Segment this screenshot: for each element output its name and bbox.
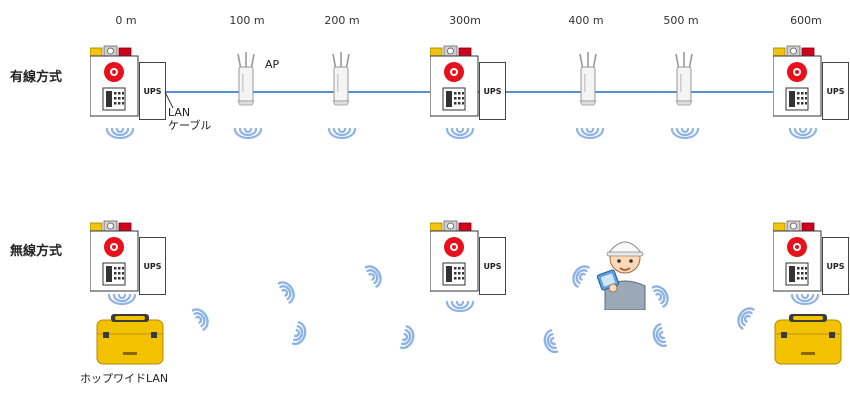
distance-label-300: 300m: [449, 14, 481, 27]
emergency-station-600m: [773, 45, 822, 117]
ap-router-200m: [332, 52, 350, 106]
emergency-station-600m-wireless: [773, 220, 822, 292]
wifi-icon: [650, 323, 668, 350]
wifi-icon: [670, 127, 700, 140]
wifi-icon: [399, 325, 417, 352]
ups-box: UPS: [139, 62, 166, 120]
wifi-icon: [541, 329, 559, 356]
hop-wide-lan-case: [774, 313, 842, 365]
ap-router-100m: [237, 52, 255, 106]
distance-label-100: 100 m: [229, 14, 265, 27]
distance-label-500: 500 m: [663, 14, 699, 27]
wifi-icon: [327, 127, 357, 140]
emergency-station-0m: [90, 45, 139, 117]
distance-label-600: 600m: [790, 14, 822, 27]
wifi-icon: [733, 304, 755, 330]
ups-box: UPS: [479, 237, 506, 295]
wifi-icon: [192, 305, 213, 331]
emergency-station-0m-wireless: [90, 220, 139, 292]
wifi-icon: [445, 127, 475, 140]
ap-router-400m: [579, 52, 597, 106]
hop-wide-lan-case: [96, 313, 164, 365]
ups-box: UPS: [822, 62, 849, 120]
distance-label-200: 200 m: [324, 14, 360, 27]
worker-with-tablet: [596, 241, 646, 310]
wifi-icon: [788, 127, 818, 140]
lan-cable-pointer: [164, 91, 174, 109]
wifi-icon: [278, 278, 299, 304]
wifi-icon: [652, 282, 673, 308]
ap-router-500m: [675, 52, 693, 106]
wifi-icon: [233, 127, 263, 140]
hop-wide-lan-label: ホップワイドLAN: [80, 372, 169, 385]
wifi-icon: [105, 127, 135, 140]
wired-row-title: 有線方式: [10, 70, 63, 85]
wifi-icon: [291, 321, 309, 348]
ups-box: UPS: [822, 237, 849, 295]
lan-cable-line: [165, 91, 585, 93]
emergency-station-300m: [430, 45, 479, 117]
ups-box: UPS: [479, 62, 506, 120]
emergency-station-300m-wireless: [430, 220, 479, 292]
wifi-icon: [365, 262, 386, 288]
distance-label-0: 0 m: [115, 14, 137, 27]
lan-cable-label: LAN ケーブル: [168, 106, 212, 132]
distance-label-400: 400 m: [568, 14, 604, 27]
ups-box: UPS: [139, 237, 166, 295]
wifi-icon: [568, 262, 590, 288]
wifi-icon: [445, 300, 475, 313]
wifi-icon: [575, 127, 605, 140]
wireless-row-title: 無線方式: [10, 244, 63, 259]
ap-label: AP: [265, 58, 280, 71]
